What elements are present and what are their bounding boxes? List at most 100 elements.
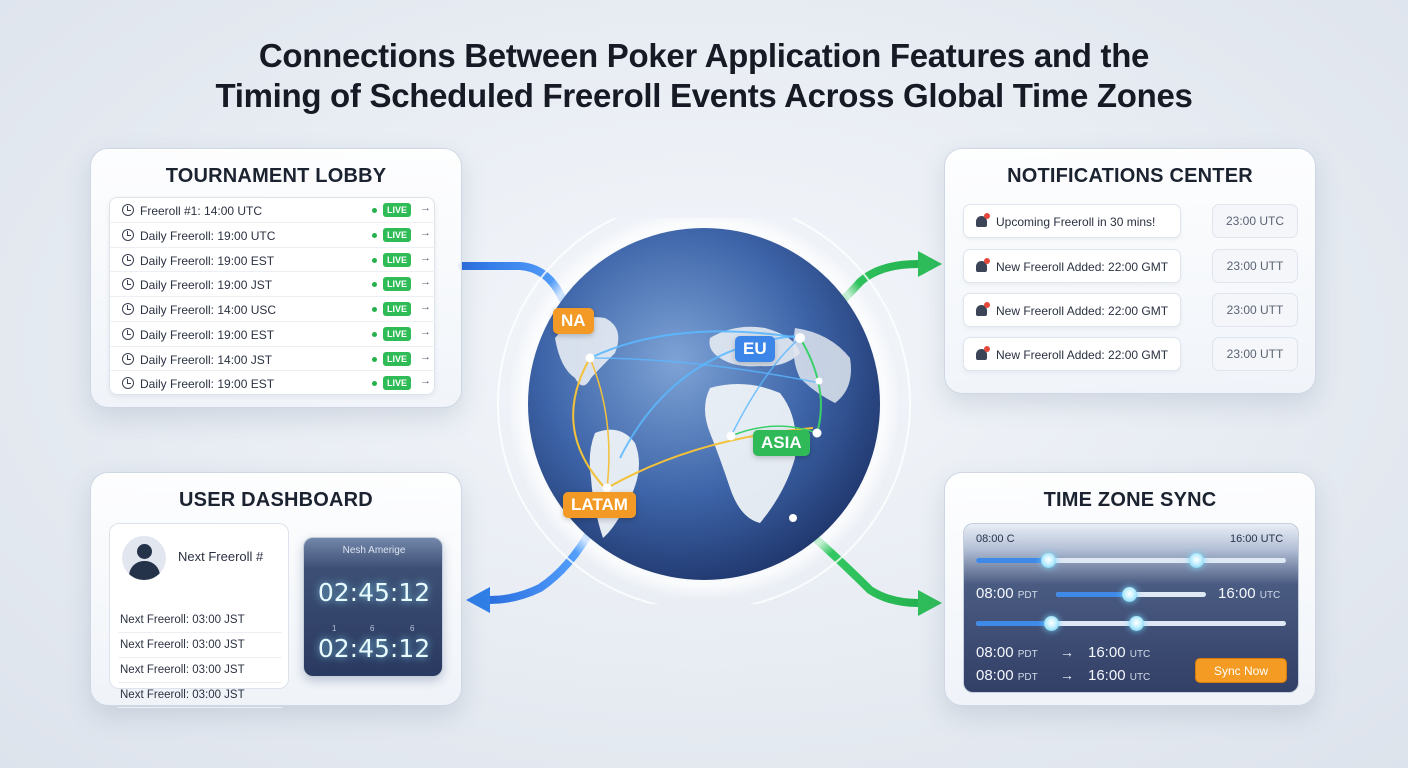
notification-time: 23:00 UTT [1212, 337, 1298, 371]
live-badge: LIVE [383, 351, 411, 366]
bell-icon [976, 258, 990, 272]
notification-item[interactable]: New Freeroll Added: 22:00 GMT [963, 337, 1181, 371]
clock-icon [122, 253, 134, 266]
timezone-title: TIME ZONE SYNC [1043, 489, 1217, 511]
notifications-center-panel: NOTIFICATIONS CENTER Upcoming Freeroll i… [944, 148, 1316, 394]
tz-top-left: 08:00 C [976, 533, 1015, 545]
dashboard-title: USER DASHBOARD [179, 489, 373, 511]
live-badge: LIVE [383, 227, 411, 242]
clock-icon [122, 204, 134, 216]
tick-label: 6 [410, 624, 415, 633]
clock-icon [122, 278, 134, 291]
time-zone-sync-panel: TIME ZONE SYNC 08:00 C 16:00 UTC 08:00 P… [944, 472, 1316, 706]
slider-handle[interactable] [1122, 587, 1137, 602]
page-title: Connections Between Poker Application Fe… [0, 36, 1408, 116]
bell-icon [976, 213, 990, 227]
slider-handle[interactable] [1189, 553, 1204, 568]
tick-label: 6 [370, 624, 375, 633]
slider-handle[interactable] [1044, 616, 1059, 631]
countdown-timer: Nesh Amerige 02:45:12 1 6 6 02:45:12 [303, 537, 443, 677]
live-dot [372, 381, 377, 387]
arrow-right-icon[interactable]: → [420, 325, 431, 338]
conversion-row: 16:00 UTC [1088, 644, 1151, 661]
live-badge: LIVE [383, 326, 411, 341]
globe: NA EU ASIA LATAM [495, 197, 913, 611]
conversion-row: 08:00 PDT [976, 667, 1038, 684]
arrow-right-icon[interactable]: → [420, 375, 431, 388]
conversion-row: 08:00 PDT [976, 644, 1038, 661]
arrow-right-icon[interactable]: → [420, 350, 431, 363]
clock-icon [122, 303, 134, 315]
list-item: Next Freeroll: 03:00 JST [118, 614, 282, 633]
live-badge: LIVE [383, 203, 411, 217]
notification-time: 23:00 UTT [1212, 249, 1298, 283]
region-na: NA [553, 308, 594, 334]
bell-icon [976, 346, 990, 360]
live-dot [372, 356, 377, 362]
user-dashboard-panel: USER DASHBOARD Next Freeroll # Next Free… [90, 472, 462, 708]
region-asia: ASIA [753, 430, 810, 456]
tick-label: 1 [332, 624, 337, 633]
globe-graphic [497, 197, 911, 611]
time-slider-1[interactable] [976, 558, 1286, 563]
next-freeroll-title: Next Freeroll # [178, 549, 264, 564]
time-zone-converter: 08:00 C 16:00 UTC 08:00 PDT 16:00 UTC 08… [963, 523, 1299, 693]
title-line-1: Connections Between Poker Application Fe… [258, 37, 1150, 74]
live-dot [372, 307, 377, 312]
live-dot [372, 232, 377, 238]
arrow-right-icon[interactable]: → [420, 202, 431, 214]
tz-row2-left: 08:00 PDT [976, 585, 1038, 602]
list-item: Next Freeroll: 03:00 JST [118, 689, 282, 708]
slider-handle[interactable] [1129, 616, 1144, 631]
notification-time: 23:00 UTT [1212, 293, 1298, 327]
live-badge: LIVE [383, 277, 411, 292]
sync-now-button[interactable]: Sync Now [1195, 658, 1287, 683]
live-badge: LIVE [383, 376, 411, 391]
clock-icon [122, 352, 134, 365]
tz-top-right: 16:00 UTC [1230, 533, 1284, 545]
notification-item[interactable]: Upcoming Freeroll in 30 mins! [963, 204, 1181, 238]
africa-shape [705, 384, 796, 523]
live-dot [372, 208, 377, 213]
conversion-row: 16:00 UTC [1088, 667, 1151, 684]
north-america-shape [555, 317, 619, 386]
arrow-right-icon[interactable]: → [420, 226, 431, 239]
region-eu: EU [735, 336, 775, 362]
clock-icon [122, 377, 134, 390]
tz-row2-right: 16:00 UTC [1218, 585, 1281, 602]
next-freeroll-card: Next Freeroll # Next Freeroll: 03:00 JST… [109, 523, 289, 708]
timer-label: Nesh Amerige [342, 545, 406, 556]
notifications-title: NOTIFICATIONS CENTER [1007, 165, 1253, 187]
dashboard-arrowhead [466, 587, 490, 613]
notification-item[interactable]: New Freeroll Added: 22:00 GMT [963, 293, 1181, 327]
arrow-right-icon[interactable]: → [420, 251, 431, 264]
bell-icon [976, 302, 990, 316]
list-item: Next Freeroll: 03:00 JST [118, 664, 282, 683]
slider-handle[interactable] [1041, 553, 1056, 568]
timezone-arrowhead [918, 590, 942, 616]
notification-item[interactable]: New Freeroll Added: 22:00 GMT [963, 249, 1181, 283]
arrow-right-icon[interactable]: → [420, 276, 431, 289]
avatar[interactable] [122, 536, 166, 580]
notification-time: 23:00 UTC [1212, 204, 1298, 238]
lobby-title: TOURNAMENT LOBBY [165, 165, 387, 187]
asia-shape [793, 328, 851, 403]
title-line-2: Timing of Scheduled Freeroll Events Acro… [215, 77, 1193, 114]
live-dot [372, 282, 377, 288]
list-item: Next Freeroll: 03:00 JST [118, 639, 282, 658]
live-badge: LIVE [383, 252, 411, 267]
countdown-value: 02:45:12 [317, 634, 431, 663]
live-dot [372, 331, 377, 337]
arrow-right-icon[interactable]: → [420, 301, 431, 313]
arrow-right-icon: → [1060, 644, 1074, 660]
